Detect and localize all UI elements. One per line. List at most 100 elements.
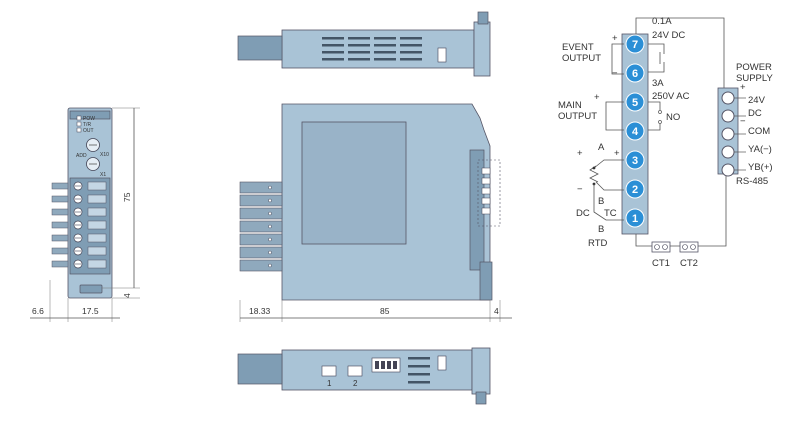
main-relay-lead-2 (648, 124, 661, 131)
power-terminal (721, 163, 735, 177)
top-vent-slot (374, 51, 396, 54)
front-pin (51, 247, 69, 255)
top-vent-slot (322, 44, 344, 47)
top-vent-slot (322, 51, 344, 54)
top-vent-slot (400, 44, 422, 47)
terminal-number: 4 (632, 126, 639, 138)
front-pin (51, 234, 69, 242)
main-bracket (605, 101, 624, 131)
no-label: NO (666, 112, 680, 123)
dip-lever (375, 361, 379, 369)
front-pin (51, 195, 69, 203)
power-terminal (721, 127, 735, 141)
switch-x10-label: X10 (100, 152, 109, 158)
terminal-number: 1 (632, 213, 638, 225)
terminal-badge (625, 92, 645, 112)
main-plus: + (594, 92, 600, 103)
dip-lever (393, 361, 397, 369)
dip-levers (375, 361, 397, 369)
top-vents (322, 37, 422, 61)
side-rj-pin (481, 187, 491, 195)
ct1-screw (654, 244, 660, 250)
main-relay-lead-1 (648, 101, 661, 110)
input-tc: TC (604, 208, 617, 219)
bottom-end-rail (471, 347, 491, 395)
input-rtd: RTD (588, 238, 607, 249)
bottom-vent-slot (408, 365, 430, 368)
power-plus: + (740, 82, 746, 93)
ct1-screw (662, 244, 668, 250)
top-vent-slot (374, 44, 396, 47)
side-plug-hole (268, 237, 272, 242)
side-plug (239, 220, 283, 233)
ct2-screw (690, 244, 696, 250)
side-plug-hole (268, 198, 272, 203)
power-yb: YB(+) (748, 162, 773, 173)
input-a: A (598, 142, 605, 153)
led-pow-label: POW (83, 116, 95, 122)
bottom-rail-tab (475, 391, 487, 405)
ct2-label: CT2 (680, 258, 698, 269)
side-plug (239, 194, 283, 207)
bottom-vents (408, 357, 430, 384)
input-wire-2 (595, 181, 624, 191)
top-vent-slot (374, 58, 396, 61)
main-output-label-1: MAIN (558, 100, 582, 111)
front-terminal-cell (87, 220, 107, 230)
front-terminal-cell (87, 194, 107, 204)
terminal-badge (625, 63, 645, 83)
power-circles (721, 91, 746, 177)
input-wire-1 (593, 184, 624, 221)
led-out (76, 127, 82, 133)
front-terminal-cell (87, 246, 107, 256)
bottom-connector (237, 353, 283, 385)
input-b2: B (598, 224, 604, 235)
top-vent-slot (400, 51, 422, 54)
terminal-number: 6 (632, 68, 638, 80)
event-output-label-1: EVENT (562, 42, 594, 53)
dip-lever (381, 361, 385, 369)
front-pin (51, 260, 69, 268)
side-plug (239, 233, 283, 246)
side-plug-hole (268, 185, 272, 190)
input-dc: DC (576, 208, 590, 219)
power-24v: 24V (748, 95, 766, 106)
side-plugs (239, 181, 283, 272)
top-vent-slot (348, 58, 370, 61)
dim-side-rail: 4 (494, 306, 499, 316)
input-wire-3 (593, 159, 624, 169)
side-rj-pin (481, 167, 491, 175)
bottom-jack-1 (321, 365, 337, 377)
top-rail-tab (477, 11, 489, 25)
power-terminal (721, 109, 735, 123)
side-plug-hole (268, 263, 272, 268)
front-pin (51, 221, 69, 229)
main-relay-contact-2 (658, 120, 662, 124)
main-rating-a: 3A (652, 78, 664, 89)
side-plug (239, 181, 283, 194)
top-view (237, 11, 491, 77)
side-plug-hole (268, 211, 272, 216)
power-title-2: SUPPLY (736, 73, 773, 84)
side-plug (239, 207, 283, 220)
top-vent-slot (322, 37, 344, 40)
terminal-badge (625, 150, 645, 170)
side-rj-pins (481, 167, 491, 215)
dim-height: 75 (122, 192, 132, 202)
event-transistor-lead-2 (648, 62, 665, 73)
power-dc: DC (748, 108, 762, 119)
terminal-number: 2 (632, 184, 638, 196)
rtd-resistor (589, 165, 599, 183)
bottom-jack-2-label: 2 (353, 379, 358, 388)
ct1-block (651, 241, 671, 253)
input-b: B (598, 196, 604, 207)
input-plus: + (577, 148, 583, 159)
power-ya: YA(−) (748, 144, 772, 155)
power-terminal (721, 145, 735, 159)
input-minus: − (577, 184, 583, 195)
side-plug (239, 246, 283, 259)
front-screws (73, 181, 107, 269)
front-bottom-latch (79, 284, 103, 294)
side-view: 18.33 85 4 (239, 103, 512, 322)
